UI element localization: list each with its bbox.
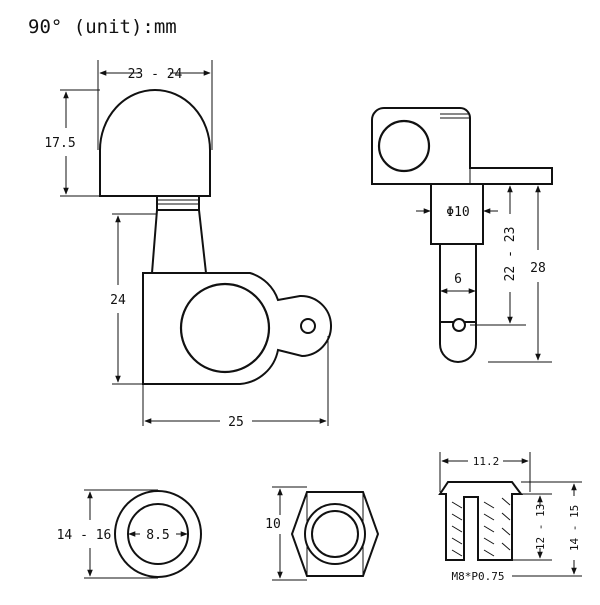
dim-thread: M8*P0.75 [452,570,505,583]
dim-base-width: 25 [228,415,244,430]
dim-bushing-inner: 12 - 13 [534,504,547,550]
bushing-view: 11.2 12 - 13 14 - 15 M8*P0.75 [438,452,582,583]
dim-total-height: 28 [530,261,546,276]
knob-collar [156,195,200,211]
screw-hole [300,318,316,334]
dim-hex-width: 10 [265,517,281,532]
side-post-tip [439,321,477,363]
dim-shaft-height: 24 [110,293,126,308]
dim-knob-height: 17.5 [44,136,75,151]
washer-inner [127,503,189,565]
hex-inner-ring [311,510,359,558]
hex-nut-view: 10 [265,486,380,581]
gear-circle [179,282,271,374]
dim-post-height: 22 - 23 [503,227,518,282]
dim-bushing-width: 11.2 [473,455,500,468]
front-view: 23 - 24 17.5 24 25 [44,60,332,430]
side-post [439,243,477,323]
post-hole [452,318,466,332]
dim-bushing-outer: 14 - 15 [568,505,581,551]
shaft-shape [150,209,208,274]
bushing-shape [438,481,523,561]
dim-washer-inner: 8.5 [146,528,169,543]
dim-diameter: Φ10 [446,205,469,220]
dim-post-diameter: 6 [454,272,462,287]
dim-washer-outer: 14 - 16 [57,528,112,543]
knob-shape [99,89,211,197]
diagram-title: 90° (unit):mm [28,16,177,38]
dim-knob-width: 23 - 24 [128,67,183,82]
side-gear-circle [377,119,431,173]
washer-view: 14 - 16 8.5 [57,489,202,579]
side-view: Φ10 6 22 - 23 28 [371,107,553,363]
